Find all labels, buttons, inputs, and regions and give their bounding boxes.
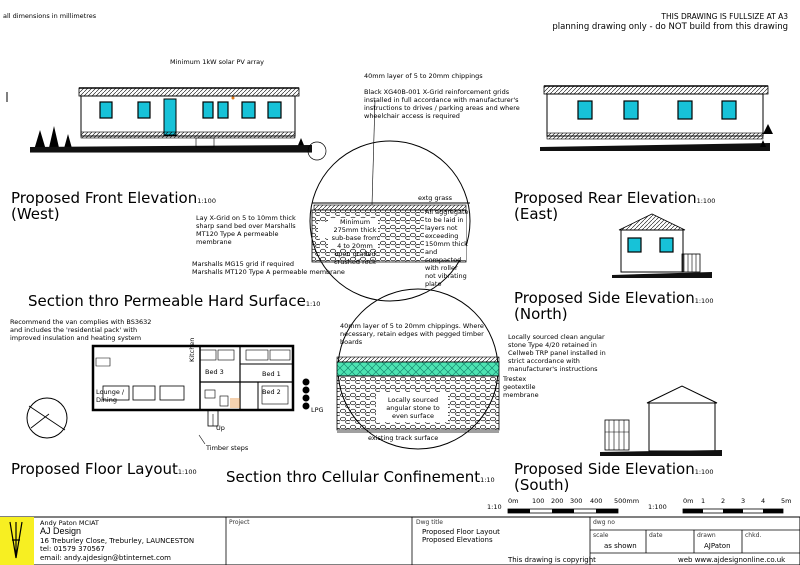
planning-note: planning drawing only - do NOT build fro… <box>552 22 788 32</box>
scale-bar-right <box>682 508 784 514</box>
side-elevation-north-drawing <box>612 213 712 278</box>
date-label: date <box>649 532 663 539</box>
dwg-title-line-1: Proposed Floor Layout <box>422 528 500 536</box>
timber-steps-label: Timber steps <box>206 444 249 452</box>
front-elevation-orientation: (West) <box>11 205 60 223</box>
permeable-grid-note: Black XG40B-001 X-Grid reinforcement gri… <box>364 88 520 120</box>
dwg-title-line-2: Proposed Elevations <box>422 536 493 544</box>
cellular-title: Section thro Cellular Confinement1:10 <box>226 468 495 486</box>
floor-plan-drawing <box>91 344 310 445</box>
cellular-section-drawing <box>336 288 500 450</box>
scale-ratio-right: 1:100 <box>648 503 667 511</box>
drawn-label: drawn <box>697 532 716 539</box>
rear-elevation-orientation: (East) <box>514 205 559 223</box>
trestex-note: Trestex geotextile membrane <box>503 375 539 399</box>
title-block-frame <box>0 516 800 565</box>
room-bed2: Bed 2 <box>262 388 281 396</box>
up-label: Up <box>216 424 225 432</box>
lpg-label: LPG <box>311 406 324 414</box>
room-kitchen: Kitchen <box>188 337 196 362</box>
project-label: Project <box>229 519 250 526</box>
website: web www.ajdesignonline.co.uk <box>678 556 786 564</box>
checked-label: chkd. <box>745 532 762 539</box>
aggregate-note: All aggregate to be laid in layers not e… <box>425 208 469 288</box>
scale-bar-left <box>507 508 619 514</box>
extg-grass-label: extg grass <box>418 194 453 202</box>
room-bed3: Bed 3 <box>205 368 224 376</box>
front-elevation-title: Proposed Front Elevation1:100 <box>11 189 216 207</box>
membrane-note: Marshalls MT120 Type A permeable membran… <box>192 268 345 276</box>
drawn-value: AJPaton <box>704 542 731 550</box>
track-surface-note: existing track surface <box>368 434 439 442</box>
pv-note: Minimum 1kW solar PV array <box>170 58 264 66</box>
copyright-note: This drawing is copyright <box>508 556 596 564</box>
north-point-symbol <box>26 397 68 439</box>
cellular-stone-note: Locally sourced clean angular stone Type… <box>508 333 606 373</box>
subbase-note: Minimum 275mm thick sub-base from 4 to 2… <box>331 218 379 266</box>
xgrid-note: Lay X-Grid on 5 to 10mm thick sharp sand… <box>196 214 296 246</box>
company-email: email: andy.ajdesign@btinternet.com <box>40 554 171 562</box>
side-elevation-south-drawing <box>600 385 722 456</box>
dwg-title-label: Dwg title <box>416 519 443 526</box>
dwg-no-label: dwg no <box>593 519 615 526</box>
room-bed1: Bed 1 <box>262 370 281 378</box>
rear-elevation-drawing <box>540 85 773 151</box>
designer-name: Andy Paton MCIAT <box>40 519 99 527</box>
side-north-orientation: (North) <box>514 305 568 323</box>
mg15-note: Marshalls MG15 grid if required <box>192 260 294 268</box>
bs3632-note: Recommend the van complies with BS3632 a… <box>10 318 152 342</box>
side-north-title: Proposed Side Elevation1:100 <box>514 289 714 307</box>
room-lounge: Lounge / Dining <box>96 388 125 404</box>
permeable-section-drawing <box>309 99 471 302</box>
rear-elevation-title: Proposed Rear Elevation1:100 <box>514 189 716 207</box>
floor-layout-title: Proposed Floor Layout1:100 <box>11 460 197 478</box>
scale-value: as shown <box>604 542 637 550</box>
front-elevation-drawing <box>6 87 327 161</box>
side-south-orientation: (South) <box>514 476 570 494</box>
company-name: AJ Design <box>40 526 82 536</box>
company-address: 16 Treburley Close, Treburley, LAUNCESTO… <box>40 537 195 545</box>
angular-stone-note: Locally sourced angular stone to even su… <box>386 396 440 420</box>
side-south-title: Proposed Side Elevation1:100 <box>514 460 714 478</box>
fullsize-note: THIS DRAWING IS FULLSIZE AT A3 <box>661 12 788 21</box>
units-note: all dimensions in millimetres <box>3 12 97 20</box>
cellular-chippings-note: 40mm layer of 5 to 20mm chippings. Where… <box>340 322 484 346</box>
permeable-chippings-note: 40mm layer of 5 to 20mm chippings <box>364 72 483 80</box>
scale-ratio-left: 1:10 <box>487 503 502 511</box>
company-tel: tel: 01579 370567 <box>40 545 105 553</box>
scale-label: scale <box>593 532 609 539</box>
permeable-title: Section thro Permeable Hard Surface1:10 <box>28 292 321 310</box>
